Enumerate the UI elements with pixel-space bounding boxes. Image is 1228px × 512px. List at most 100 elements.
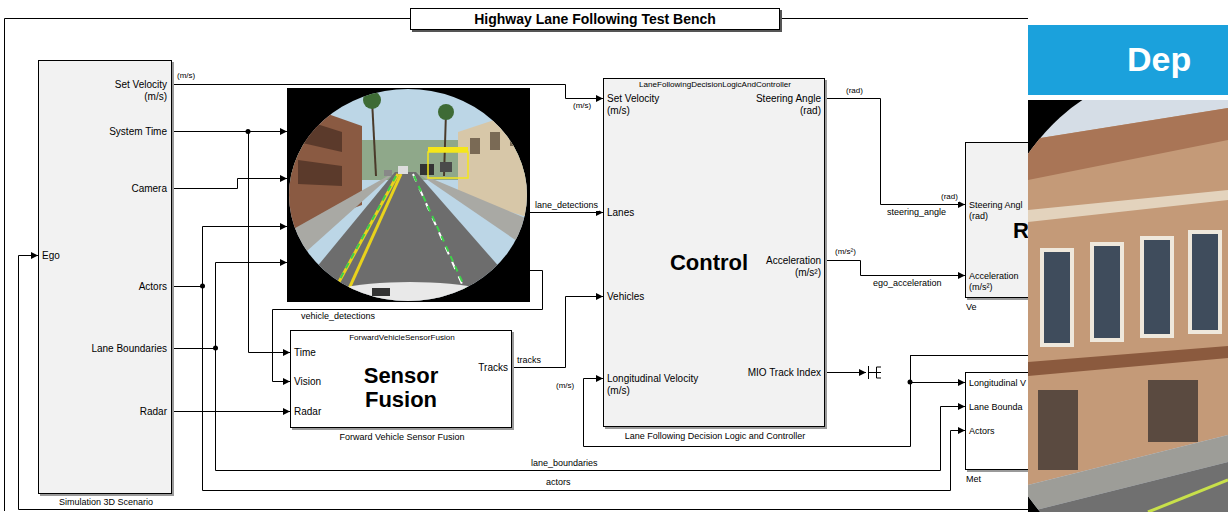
camera-photo [1028,190,1228,222]
arrow-head [596,95,603,102]
port-label: Steering Angle (rad) [743,93,821,117]
block-caption: Lane Following Decision Logic and Contro… [584,431,846,442]
port-label: Vision [294,376,321,388]
camera-photo [1042,250,1072,345]
port-label: System Time [109,126,167,138]
signal-line [512,297,603,368]
signal-name: lane_boundaries [530,458,599,469]
sensor-fusion-block: ForwardVehicleSensorFusionSensor Fusion T… [290,330,512,428]
signal-line [172,287,965,491]
camera-view [298,160,342,186]
signal-line [825,99,965,205]
arrow-head [283,349,290,356]
signal-wire [248,131,287,132]
signal-line [825,261,965,276]
signal-line [512,293,603,368]
signal-wire [172,179,287,189]
camera-photo [1028,435,1228,512]
camera-view [428,147,468,152]
signal-name: (m/s) [176,71,196,81]
signal-name: actors [545,477,572,488]
camera-view [334,176,396,290]
signal-line [172,85,603,99]
camera-photo [1148,380,1198,442]
camera-view [490,132,500,150]
block-type: LaneFollowingDecisionLogicAndController [604,80,826,90]
camera-photo [1190,232,1220,332]
port-label: Longitudinal V [969,378,1026,389]
signal-name: ego_acceleration [872,278,943,289]
camera-view [414,176,466,290]
port-label: Lanes [607,207,634,219]
arrow-head [31,252,38,259]
arrow-head [596,375,603,382]
signal-unit: (rad) [940,192,959,202]
camera-photo [1028,100,1228,512]
block-name: R [1013,218,1029,244]
camera-photo [1148,480,1228,512]
signal-wire [216,263,288,349]
signal-unit: (m/s²) [834,247,857,257]
arrow-head [958,201,965,208]
port-label: Set Velocity (m/s) [607,93,669,117]
banner-heading: Dep [1127,39,1191,80]
terminator-symbol [869,366,882,379]
camera-view [363,91,381,109]
port-label: Acceleration (m/s²) [755,255,821,279]
camera-photo [1038,390,1078,470]
arrow-head [596,293,603,300]
scenario-block: EgoSet Velocity (m/s)System TimeCameraAc… [38,60,172,494]
signal-line [825,99,965,209]
model-frame [5,19,1029,512]
signal-unit: (rad) [845,86,864,96]
port-label: MIO Track Index [748,367,821,379]
camera-photo [1092,244,1122,340]
block-type: ForwardVehicleSensorFusion [291,333,513,343]
port-label: Radar [294,406,321,418]
camera-view [288,88,530,302]
signal-line [172,132,290,357]
camera-photo [1028,100,1228,512]
diagram-title: Highway Lane Following Test Bench [474,11,716,27]
signal-line [172,411,290,412]
port-label: Camera [131,183,167,195]
camera-photo [1028,462,1228,512]
arrow-head [958,427,965,434]
slide-banner: Dep [1028,25,1228,95]
signal-line [172,85,603,103]
signal-name: (m/s) [555,381,575,391]
title-box: Highway Lane Following Test Bench [410,8,780,30]
block-name: Control [649,250,769,276]
signal-line [825,261,965,280]
camera-view [288,88,530,330]
camera-view [440,162,452,172]
camera-view [287,88,530,302]
camera-view [398,166,408,174]
signal-line [19,256,1056,510]
camera-view [428,152,468,178]
signal-unit: lane_detections [534,200,599,211]
camera-view [372,100,376,176]
camera-photo [1142,238,1172,336]
block-caption: Simulation 3D Scenario [19,497,193,508]
signal-wire [825,372,866,373]
block-name: Sensor Fusion [341,364,461,412]
port-label: Lane Boundaries [91,343,167,355]
camera-photo [1028,100,1228,512]
camera-view [420,164,434,175]
terminator-symbol [869,366,882,379]
port-label: Time [294,347,316,359]
controller-block: LaneFollowingDecisionLogicAndControllerS… [603,78,825,427]
camera-view [470,138,480,154]
camera-view [287,88,530,330]
block-caption: Met [966,474,981,485]
camera-photo [1028,108,1228,180]
arrow-head [283,408,290,415]
signal-line [172,408,290,415]
signal-unit: vehicle_detections [300,311,376,322]
port-label: Actors [969,426,995,437]
signal-wire [530,212,603,213]
camera-photo [1028,108,1228,485]
signal-line [19,252,1056,510]
